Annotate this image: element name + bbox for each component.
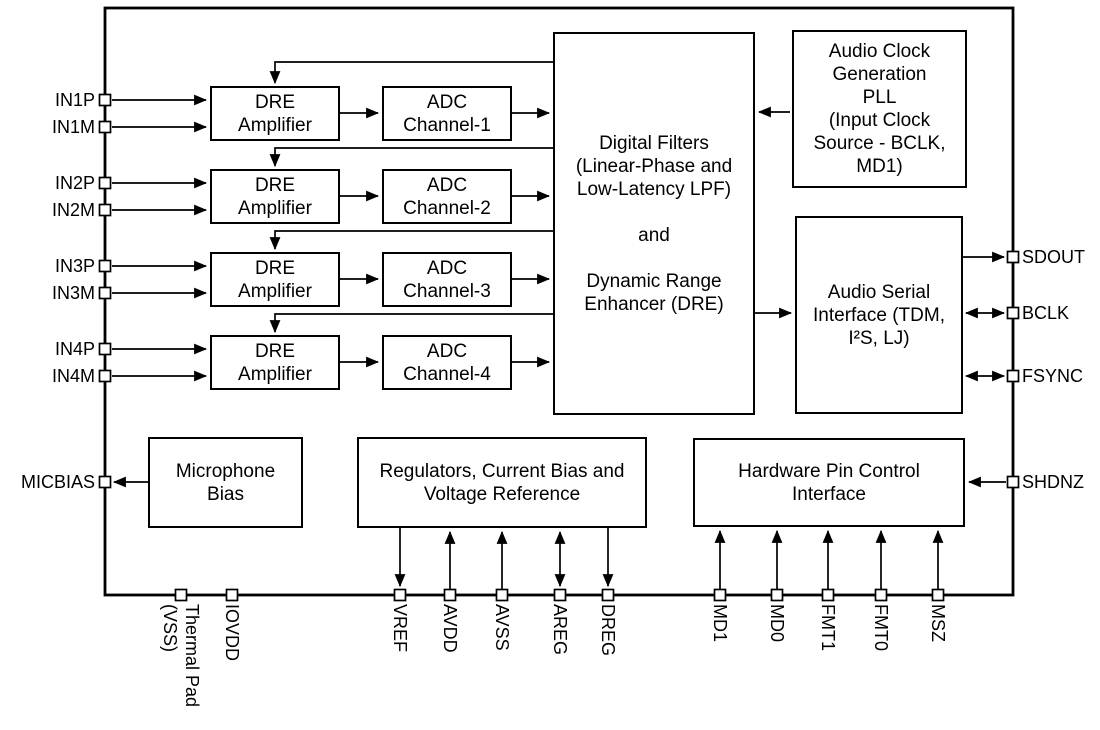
adc-channel-2-block: ADC Channel-2 [382, 169, 512, 224]
pin-label-vref: VREF [390, 604, 410, 653]
audio-clock-pll-block: Audio Clock Generation PLL (Input Clock … [792, 30, 967, 188]
in4p-pin-square [98, 342, 112, 356]
fmt1-pin-square [821, 588, 835, 602]
pin-label-in1p: IN1P [54, 90, 95, 110]
pin-label-bclk: BCLK [1022, 303, 1070, 323]
pin-label-avss: AVSS [492, 604, 512, 651]
avss-pin-square [495, 588, 509, 602]
audio-serial-interface-block: Audio Serial Interface (TDM, I²S, LJ) [795, 216, 963, 414]
pin-label-in4m: IN4M [51, 366, 95, 386]
in1m-pin-square [98, 120, 112, 134]
in2p-pin-square [98, 176, 112, 190]
pin-label-in2p: IN2P [54, 173, 95, 193]
filters-to-dre2-feedback-wire [269, 147, 553, 168]
pin-label-msz: MSZ [928, 604, 948, 642]
pin-label-fmt1: FMT1 [818, 604, 838, 651]
shdnz-pin-square [1006, 475, 1020, 489]
pin-label-micbias: MICBIAS [20, 472, 95, 492]
filters-to-dre4-feedback-wire [269, 313, 553, 334]
vref-pin-square [393, 588, 407, 602]
msz-pin-square [931, 588, 945, 602]
pin-label-thermal-pad-vss: Thermal Pad (VSS) [160, 604, 202, 708]
sdout-pin-square [1006, 250, 1020, 264]
adc-channel-1-block: ADC Channel-1 [382, 86, 512, 141]
pin-label-md0: MD0 [767, 604, 787, 643]
pin-label-dreg: DREG [598, 604, 618, 657]
in3p-pin-square [98, 259, 112, 273]
pin-label-avdd: AVDD [440, 604, 460, 653]
filters-to-dre1-feedback-wire [269, 61, 553, 85]
iovdd-pin-square [225, 588, 239, 602]
dre-amplifier-4-block: DRE Amplifier [210, 335, 340, 390]
hardware-pin-control-block: Hardware Pin Control Interface [693, 438, 965, 527]
pin-label-fmt0: FMT0 [871, 604, 891, 651]
pin-label-in1m: IN1M [51, 117, 95, 137]
md1-pin-square [713, 588, 727, 602]
pin-label-iovdd: IOVDD [222, 604, 242, 662]
md0-pin-square [770, 588, 784, 602]
adc-channel-3-block: ADC Channel-3 [382, 252, 512, 307]
in3m-pin-square [98, 286, 112, 300]
regulators-block: Regulators, Current Bias and Voltage Ref… [357, 437, 647, 528]
pin-label-in2m: IN2M [51, 200, 95, 220]
pin-label-in3p: IN3P [54, 256, 95, 276]
dre-amplifier-2-block: DRE Amplifier [210, 169, 340, 224]
digital-filters-block: Digital Filters (Linear-Phase and Low-La… [553, 32, 755, 415]
dreg-pin-square [601, 588, 615, 602]
thermal-pad-pin-square [174, 588, 188, 602]
pin-label-in4p: IN4P [54, 339, 95, 359]
pin-label-shdnz: SHDNZ [1022, 472, 1084, 492]
areg-pin-square [553, 588, 567, 602]
avdd-pin-square [443, 588, 457, 602]
filters-to-dre3-feedback-wire [269, 230, 553, 251]
fmt0-pin-square [874, 588, 888, 602]
adc-channel-4-block: ADC Channel-4 [382, 335, 512, 390]
pin-label-md1: MD1 [710, 604, 730, 643]
in1p-pin-square [98, 93, 112, 107]
fsync-pin-square [1006, 369, 1020, 383]
pin-label-in3m: IN3M [51, 283, 95, 303]
in2m-pin-square [98, 203, 112, 217]
dre-amplifier-1-block: DRE Amplifier [210, 86, 340, 141]
pin-label-sdout: SDOUT [1022, 247, 1085, 267]
pin-label-fsync: FSYNC [1022, 366, 1084, 386]
micbias-pin-square [98, 475, 112, 489]
dre-amplifier-3-block: DRE Amplifier [210, 252, 340, 307]
microphone-bias-block: Microphone Bias [148, 437, 303, 528]
bclk-pin-square [1006, 306, 1020, 320]
pin-label-areg: AREG [550, 604, 570, 656]
in4m-pin-square [98, 369, 112, 383]
